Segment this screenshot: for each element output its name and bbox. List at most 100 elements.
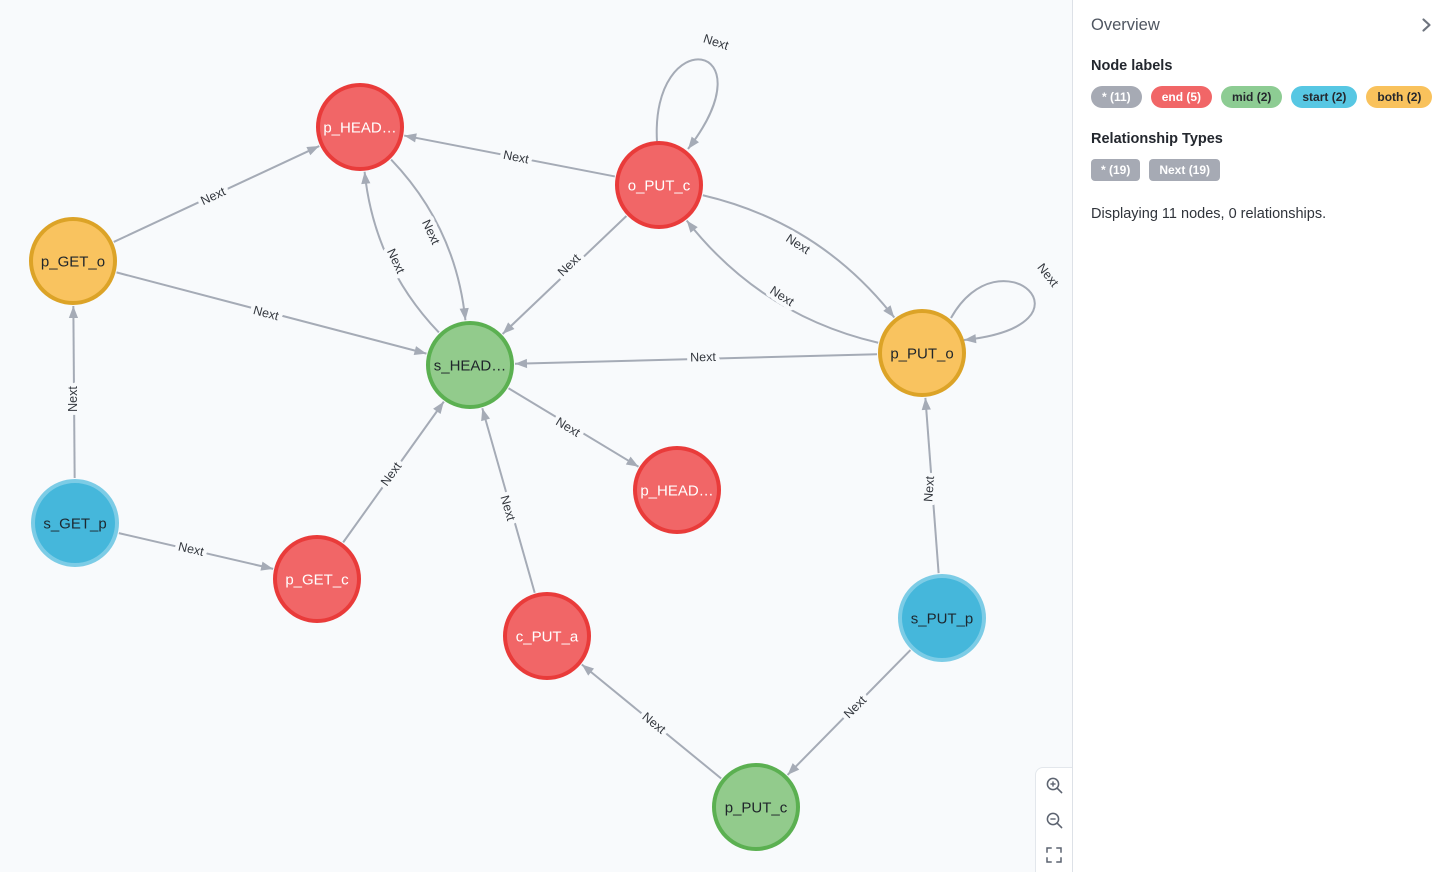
edge-label[interactable]: Next — [173, 535, 210, 563]
edge-label[interactable]: Next — [549, 411, 587, 445]
edge-line[interactable] — [786, 649, 912, 776]
edge-label[interactable]: Next — [698, 28, 735, 57]
graph-visualization[interactable]: NextNextNextNextNextNextNextNextNextNext… — [0, 0, 1072, 872]
zoom-to-fit-button[interactable] — [1044, 845, 1064, 865]
node-circle[interactable] — [316, 83, 404, 171]
edge-label[interactable]: Next — [415, 213, 447, 251]
graph-edge[interactable] — [950, 280, 1036, 344]
graph-edge[interactable] — [702, 194, 896, 319]
edge-line[interactable] — [72, 305, 76, 479]
graph-edge[interactable] — [113, 145, 320, 243]
relationship-type-badge[interactable]: Next (19) — [1149, 159, 1221, 181]
graph-node[interactable]: p_HEAD… — [316, 83, 404, 171]
graph-edge[interactable] — [342, 401, 445, 543]
edge-arrowhead — [581, 664, 595, 676]
relationship-type-badges: * (19) Next (19) — [1091, 159, 1434, 181]
node-circle[interactable] — [273, 535, 361, 623]
node-label: p_HEAD… — [640, 483, 713, 500]
graph-edge[interactable] — [481, 408, 536, 593]
magnifier-plus-icon — [1045, 776, 1064, 795]
edge-arrowhead — [688, 136, 699, 149]
edge-line[interactable] — [581, 663, 722, 780]
edge-label[interactable]: Next — [498, 144, 534, 171]
graph-edge[interactable] — [655, 58, 719, 150]
edge-line[interactable] — [116, 271, 427, 355]
graph-edge[interactable] — [685, 219, 879, 344]
node-label-badge[interactable]: end (5) — [1150, 86, 1213, 108]
zoom-out-button[interactable] — [1044, 810, 1064, 830]
edge-line[interactable] — [113, 145, 320, 243]
node-circle[interactable] — [712, 763, 800, 851]
node-label-badge[interactable]: * (11) — [1091, 86, 1142, 108]
edge-label[interactable]: Next — [551, 247, 588, 283]
node-label-badge[interactable]: both (2) — [1366, 86, 1433, 108]
graph-edge[interactable] — [390, 158, 469, 321]
graph-node[interactable]: s_PUT_p — [898, 574, 986, 662]
edge-label[interactable]: Next — [62, 382, 84, 416]
node-circle[interactable] — [31, 479, 119, 567]
edge-line[interactable] — [481, 408, 536, 593]
edge-label[interactable]: Next — [1030, 257, 1065, 294]
graph-edge[interactable] — [514, 353, 878, 369]
edge-line[interactable] — [702, 194, 896, 319]
edge-line[interactable] — [514, 353, 878, 365]
graph-edge[interactable] — [786, 649, 912, 776]
graph-node[interactable]: p_HEAD… — [633, 446, 721, 534]
graph-edge[interactable] — [508, 387, 639, 468]
node-circle[interactable] — [29, 217, 117, 305]
edge-line[interactable] — [501, 215, 628, 335]
edge-label[interactable]: Next — [779, 227, 817, 261]
edge-line[interactable] — [924, 397, 940, 574]
edge-label[interactable]: Next — [686, 346, 721, 369]
edge-line[interactable] — [508, 387, 639, 468]
zoom-in-button[interactable] — [1044, 775, 1064, 795]
edge-line[interactable] — [363, 171, 440, 334]
edge-line[interactable] — [403, 134, 616, 178]
edge-label[interactable]: Next — [194, 180, 232, 212]
graph-edge[interactable] — [403, 133, 616, 178]
graph-edge[interactable] — [921, 397, 940, 574]
edge-label[interactable]: Next — [494, 490, 523, 527]
edge-label[interactable]: Next — [917, 471, 941, 506]
node-circle[interactable] — [615, 141, 703, 229]
node-label: s_HEAD… — [434, 358, 507, 375]
edge-line[interactable] — [342, 401, 445, 543]
node-label-badge[interactable]: start (2) — [1291, 86, 1358, 108]
graph-node[interactable]: p_PUT_c — [712, 763, 800, 851]
edge-arrowhead — [625, 456, 639, 467]
graph-node[interactable]: p_GET_c — [273, 535, 361, 623]
edge-arrowhead — [459, 307, 469, 321]
graph-edge[interactable] — [118, 532, 274, 571]
graph-node[interactable]: c_PUT_a — [503, 592, 591, 680]
node-circle[interactable] — [878, 309, 966, 397]
graph-edge[interactable] — [68, 305, 79, 479]
graph-edge[interactable] — [501, 215, 628, 335]
overview-panel-header: Overview — [1091, 15, 1434, 35]
edge-line[interactable] — [118, 532, 274, 570]
node-label-badge[interactable]: mid (2) — [1221, 86, 1283, 108]
collapse-panel-button[interactable] — [1419, 15, 1434, 35]
graph-edge[interactable] — [116, 271, 427, 356]
relationship-type-badge[interactable]: * (19) — [1091, 159, 1141, 181]
edge-label[interactable]: Next — [380, 242, 412, 280]
graph-node[interactable]: p_GET_o — [29, 217, 117, 305]
graph-edge[interactable] — [361, 171, 440, 334]
node-circle[interactable] — [898, 574, 986, 662]
edge-line[interactable] — [950, 280, 1036, 341]
edge-label[interactable]: Next — [248, 299, 285, 327]
edge-line[interactable] — [685, 219, 879, 344]
edge-line[interactable] — [390, 158, 467, 321]
edge-arrowhead — [404, 133, 417, 143]
node-circle[interactable] — [426, 321, 514, 409]
graph-node[interactable]: s_GET_p — [31, 479, 119, 567]
node-circle[interactable] — [633, 446, 721, 534]
edge-arrowhead — [361, 171, 371, 185]
graph-node[interactable]: p_PUT_o — [878, 309, 966, 397]
graph-node[interactable]: o_PUT_c — [615, 141, 703, 229]
graph-node[interactable]: s_HEAD… — [426, 321, 514, 409]
panel-title: Overview — [1091, 15, 1160, 34]
edge-line[interactable] — [655, 58, 719, 150]
graph-edge[interactable] — [581, 663, 722, 780]
node-circle[interactable] — [503, 592, 591, 680]
